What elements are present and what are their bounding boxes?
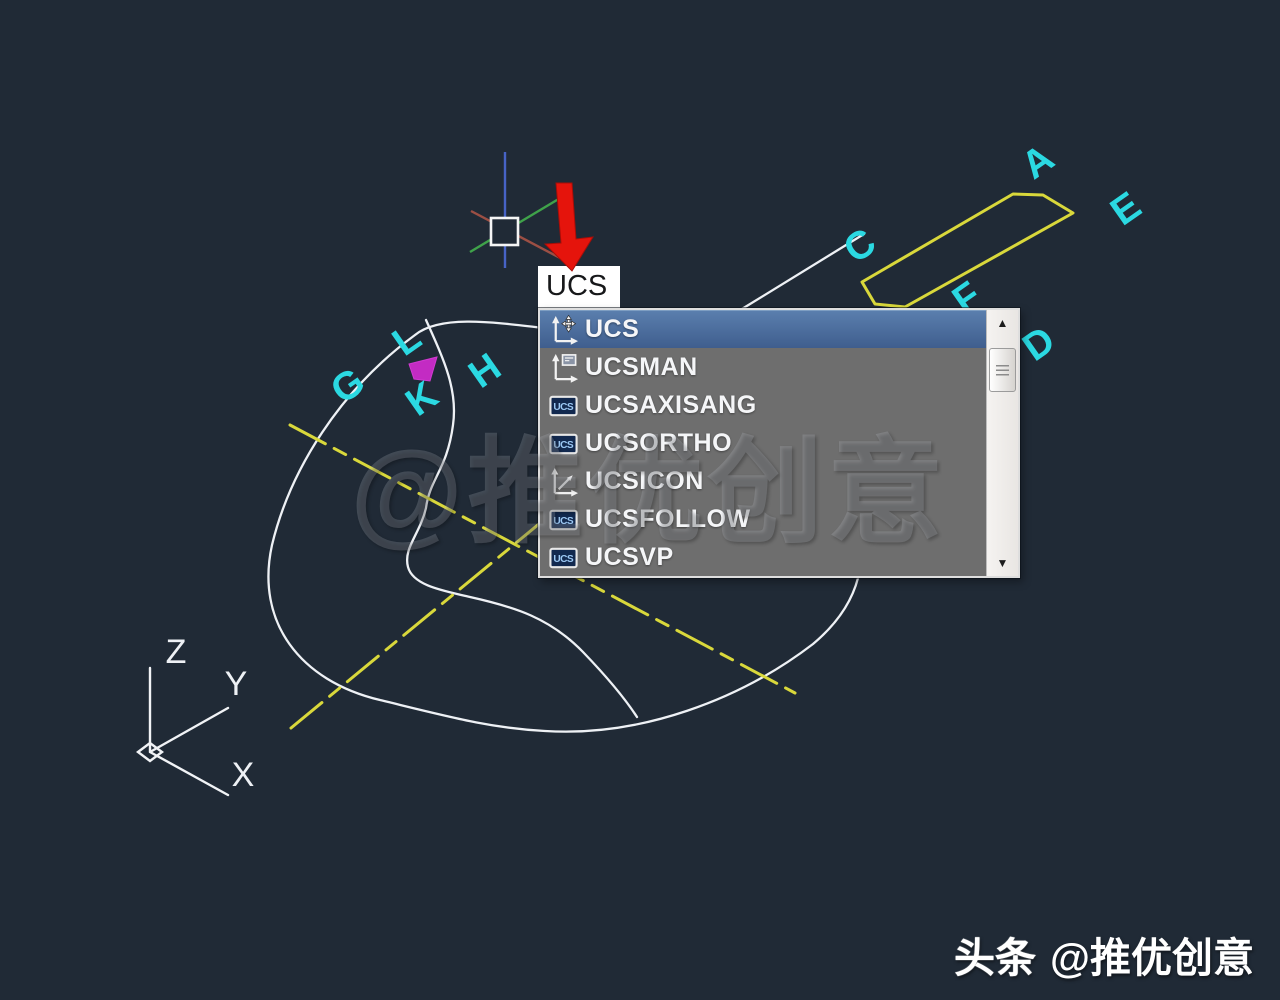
axis-label-x: X [231,756,255,794]
autocomplete-item-ucsortho[interactable]: UCS UCSORTHO [540,424,986,462]
cad-letter-c: C [836,220,884,272]
autocomplete-item-label: UCSMAN [585,352,698,381]
cad-letter-h: H [461,345,509,397]
axis-label-z: Z [165,633,187,671]
autocomplete-item-ucsfollow[interactable]: UCS UCSFOLLOW [540,500,986,538]
magenta-wedge[interactable] [408,356,438,382]
autocomplete-item-ucsvp[interactable]: UCS UCSVP [540,538,986,576]
command-input[interactable] [538,266,620,308]
system-variable-icon: UCS [545,540,581,574]
ucs-axis-tripod [136,666,230,797]
cad-letter-g: G [323,359,373,413]
svg-text:UCS: UCS [553,402,574,413]
cad-letter-e: E [1103,183,1149,235]
autocomplete-item-label: UCSFOLLOW [585,504,751,533]
system-variable-icon: UCS [545,388,581,422]
caption-brand: 头条 [954,935,1037,981]
system-variable-icon: UCS [545,426,581,460]
autocomplete-item-ucs[interactable]: UCS [540,310,986,348]
autocomplete-item-ucsaxisang[interactable]: UCS UCSAXISANG [540,386,986,424]
svg-text:UCS: UCS [553,440,574,451]
scroll-down-icon[interactable]: ▼ [996,556,1009,570]
autocomplete-item-label: UCS [585,314,640,343]
autocomplete-item-label: UCSAXISANG [585,390,757,419]
svg-text:UCS: UCS [553,554,574,565]
cad-letter-l: L [384,315,430,365]
ucs-axes-manager-icon [545,350,581,384]
scrollbar[interactable]: ▲ ▼ [986,310,1018,576]
caption-handle: @推优创意 [1050,935,1254,981]
thumb-grip-icon [996,364,1009,376]
scrollbar-thumb[interactable] [989,348,1016,392]
autocomplete-item-ucsman[interactable]: UCSMAN [540,348,986,386]
autocomplete-item-label: UCSVP [585,542,674,571]
autocomplete-item-ucsicon[interactable]: UCSICON [540,462,986,500]
slot-polygon[interactable] [860,192,1075,309]
command-autocomplete-dropdown: UCS UCSMAN UCS UCSAXISANG UCS UCSORTHO U… [538,308,1020,578]
spline-inner-s[interactable] [405,318,639,719]
autocomplete-item-label: UCSORTHO [585,428,733,457]
autocomplete-list: UCS UCSMAN UCS UCSAXISANG UCS UCSORTHO U… [540,310,986,576]
system-variable-icon: UCS [545,502,581,536]
autocomplete-item-label: UCSICON [585,466,704,495]
ucs-axes-move-icon [545,312,581,346]
pickbox [489,216,520,247]
svg-text:UCS: UCS [553,516,574,527]
axis-label-y: Y [224,665,248,703]
centerline-a[interactable] [288,423,797,695]
scroll-up-icon[interactable]: ▲ [996,316,1009,330]
ucs-axes-diagonal-icon [545,464,581,498]
caption: 头条 @推优创意 [954,934,1254,983]
cad-letter-k: K [398,373,446,425]
cad-letter-d: D [1015,318,1063,370]
cad-letter-a: A [1014,136,1062,188]
